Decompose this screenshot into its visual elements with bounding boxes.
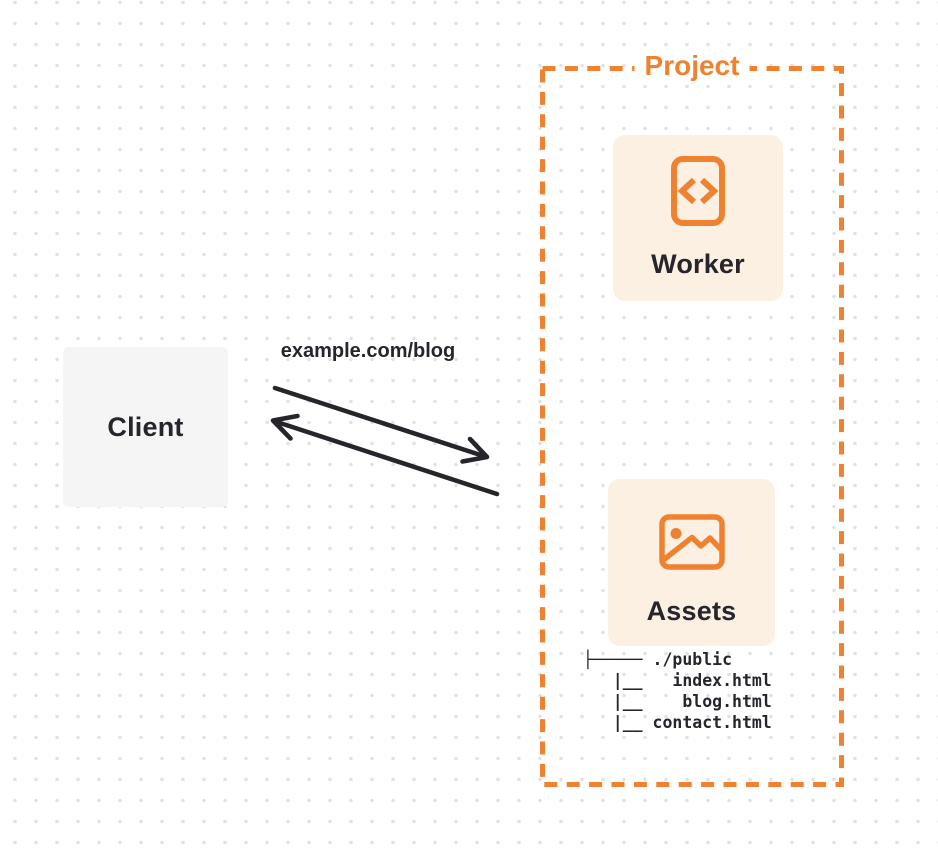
- image-icon: [658, 514, 725, 570]
- project-dashed-border: [540, 66, 844, 787]
- file-tree-line: |__ index.html: [583, 671, 772, 690]
- client-label: Client: [107, 411, 184, 442]
- worker-label: Worker: [651, 249, 745, 279]
- code-file-icon: [671, 156, 725, 226]
- request-url-label: example.com/blog: [280, 340, 456, 362]
- response-arrow: [270, 413, 500, 497]
- file-tree-line: ├───── ./public: [583, 650, 733, 669]
- file-tree-line: |__ contact.html: [583, 713, 772, 732]
- file-tree-line: |__ blog.html: [583, 692, 772, 711]
- assets-label: Assets: [646, 596, 737, 626]
- worker-node: Worker: [613, 135, 783, 301]
- client-node: Client: [63, 347, 228, 507]
- assets-file-tree: ├───── ./public |__ index.html |__ blog.…: [583, 649, 772, 733]
- assets-node: Assets: [608, 479, 775, 646]
- project-label: Project: [634, 50, 750, 82]
- project-container: Project Worker Assets ├───── ./public |_…: [540, 50, 844, 787]
- request-arrow: [272, 385, 490, 464]
